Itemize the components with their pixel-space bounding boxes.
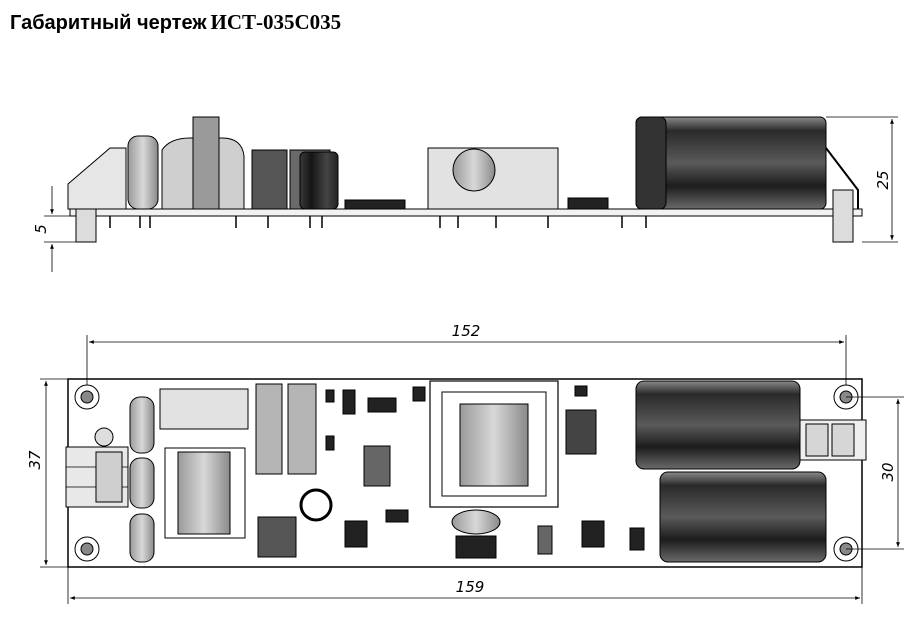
side-toroid: [127, 135, 159, 210]
side-standoff-right: [832, 189, 854, 243]
side-pins: [109, 216, 647, 228]
drawing-title: Габаритный чертеж ИСТ-035С035: [10, 10, 341, 35]
top-smd-components: [257, 385, 645, 559]
side-view: 25 5: [32, 116, 898, 272]
side-transformer-coil: [452, 148, 496, 192]
dim-length-total-label: 159: [456, 578, 485, 596]
top-bulk-cap-1: [635, 380, 801, 470]
fuse-icon: [94, 427, 114, 447]
dim-length-inner-label: 152: [452, 322, 481, 340]
side-capacitor-1: [251, 149, 288, 210]
top-inductor-round: [299, 488, 333, 522]
side-terminal-block: [67, 147, 127, 210]
side-bulk-capacitor-sleeve: [635, 116, 667, 210]
side-choke-core: [192, 116, 220, 210]
dim-standoff-label: 5: [32, 224, 50, 234]
top-film-cap-1: [159, 388, 249, 430]
title-model: ИСТ-035С035: [210, 10, 342, 34]
side-bulk-capacitor-lead: [825, 147, 859, 209]
side-electrolytic: [299, 151, 339, 210]
side-smd-2: [567, 197, 609, 210]
top-bulk-cap-2: [659, 471, 827, 563]
dim-width-total-label: 37: [26, 450, 44, 470]
top-coil: [451, 509, 501, 535]
top-toroids: [129, 396, 155, 563]
side-smd-1: [344, 199, 406, 210]
title-prefix: Габаритный чертеж: [10, 12, 207, 34]
top-film-cap-2: [255, 383, 283, 475]
dim-height-total-label: 25: [874, 170, 892, 189]
dim-width-inner-label: 30: [879, 462, 897, 481]
side-pcb: [69, 208, 863, 217]
top-film-cap-3: [287, 383, 317, 475]
top-view: 152 159 37 30: [26, 322, 904, 604]
